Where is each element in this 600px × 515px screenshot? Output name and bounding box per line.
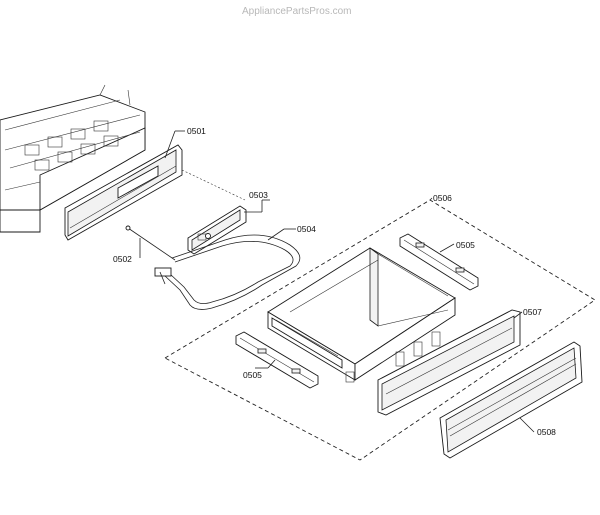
callout-0502: 0502 <box>113 254 132 264</box>
part-0506-drawing <box>267 247 456 383</box>
part-0508-drawing <box>439 341 583 459</box>
part-0501-drawing <box>64 144 183 241</box>
oven-cavity-drawing <box>0 84 146 233</box>
callout-0506: 0506 <box>433 193 452 203</box>
watermark-text: AppliancePartsPros.com <box>242 6 352 17</box>
assembly-boundary-0506 <box>164 199 596 461</box>
part-0507-drawing <box>377 309 521 416</box>
callout-0504: 0504 <box>297 224 316 234</box>
part-0505-lower-drawing <box>235 331 319 389</box>
callout-0507: 0507 <box>523 307 542 317</box>
part-0505-upper-drawing <box>399 233 479 291</box>
callout-0505-upper: 0505 <box>456 240 475 250</box>
part-0503-drawing <box>187 205 247 255</box>
callout-0503: 0503 <box>249 190 268 200</box>
callout-0508: 0508 <box>537 427 556 437</box>
callout-0501: 0501 <box>187 126 206 136</box>
part-0502-drawing <box>125 225 176 261</box>
part-0504-drawing <box>154 234 301 310</box>
callout-0505-lower: 0505 <box>243 370 262 380</box>
